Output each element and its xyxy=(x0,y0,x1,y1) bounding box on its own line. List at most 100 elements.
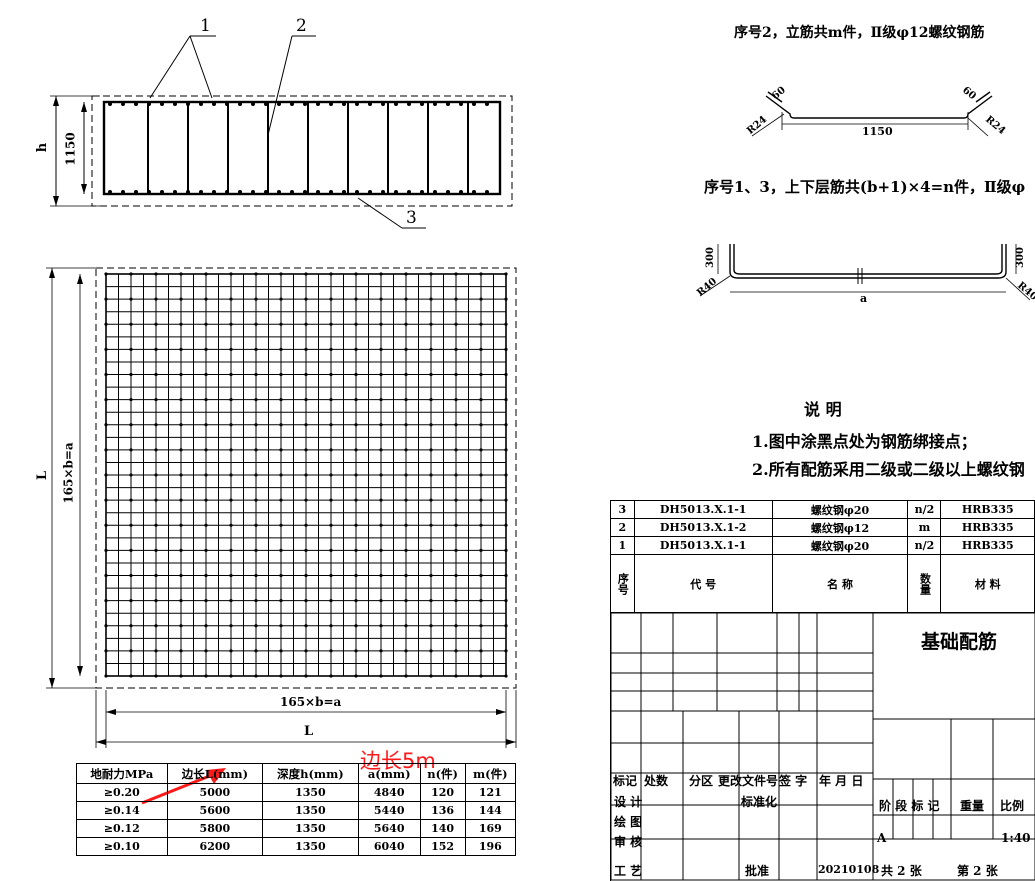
plan-tie-points xyxy=(104,272,508,678)
bom-header-material: 材 料 xyxy=(940,554,1035,613)
table-cell: ≥0.10 xyxy=(76,837,168,856)
section-view xyxy=(50,35,513,229)
leader-label-3: 3 xyxy=(406,208,417,228)
rev-header-count: 处数 xyxy=(644,774,669,788)
rev-header-date: 年 月 日 xyxy=(819,774,864,788)
rev-header-doc: 更改文件号 xyxy=(718,774,779,788)
section-tie-points xyxy=(108,102,489,194)
note-1: 1.图中涂黑点处为钢筋绑接点； xyxy=(752,432,977,451)
bom-row: 1 DH5013.X.1-1 螺纹钢φ20 n/2 HRB335 xyxy=(610,536,1035,555)
sheets-total: 共 2 张 xyxy=(881,864,922,878)
table-cell: 4840 xyxy=(357,783,421,802)
rebar-1-3-length: a xyxy=(860,292,868,305)
note-2: 2.所有配筋采用二级或二级以上螺纹钢 xyxy=(752,460,1025,479)
bom-header-qty: 数量 xyxy=(907,554,942,613)
sheet-number: 第 2 张 xyxy=(957,864,998,878)
weight-label: 重量 xyxy=(960,799,985,813)
dim-L-horizontal: L xyxy=(304,724,314,739)
dim-L-vertical: L xyxy=(35,470,51,481)
table-cell: ≥0.12 xyxy=(76,819,168,838)
table-cell: 5440 xyxy=(357,801,421,820)
role-review: 审 核 xyxy=(614,835,643,849)
table-row: ≥0.12 5800 1350 5640 140 169 xyxy=(76,819,517,838)
drawing-title: 基础配筋 xyxy=(921,631,998,653)
scale-value: 1:40 xyxy=(1001,831,1031,845)
table-cell: 5800 xyxy=(166,819,264,838)
rev-header-zone: 分区 xyxy=(689,774,714,788)
leader-label-1: 1 xyxy=(200,16,211,36)
scale-label: 比例 xyxy=(1000,799,1025,813)
bom-cell: HRB335 xyxy=(940,518,1035,537)
table-row: ≥0.20 5000 1350 4840 120 121 xyxy=(76,783,517,802)
dim-165b-horizontal: 165×b=a xyxy=(280,695,342,709)
dim-165b-vertical: 165×b=a xyxy=(61,442,76,504)
table-cell: 1350 xyxy=(262,819,359,838)
bom-cell: 螺纹钢φ12 xyxy=(771,518,909,537)
bom-cell: DH5013.X.1-1 xyxy=(633,536,773,555)
rev-header-mark: 标记 xyxy=(613,774,638,788)
bom-cell: 螺纹钢φ20 xyxy=(771,536,909,555)
table-row: ≥0.10 6200 1350 6040 152 196 xyxy=(76,837,517,856)
bom-cell: DH5013.X.1-1 xyxy=(633,500,773,519)
table-cell: ≥0.14 xyxy=(76,801,168,820)
rebar-2-length: 1150 xyxy=(862,125,893,138)
stage-mark-label: 阶 段 标 记 xyxy=(879,799,940,813)
bill-of-materials: 3 DH5013.X.1-1 螺纹钢φ20 n/2 HRB335 2 DH501… xyxy=(610,500,1035,613)
standardize-label: 标准化 xyxy=(741,795,778,809)
bom-cell: 3 xyxy=(610,500,635,519)
bom-header-seq: 序号 xyxy=(610,554,635,613)
bom-cell: n/2 xyxy=(907,536,942,555)
bom-cell: HRB335 xyxy=(940,500,1035,519)
rebar-2-title: 序号2，立筋共m件，Ⅱ级φ12螺纹钢筋 xyxy=(734,25,985,41)
table-cell: 152 xyxy=(419,837,466,856)
role-draw: 绘 图 xyxy=(614,815,643,829)
approve-label: 批准 xyxy=(745,864,770,878)
table-cell: 121 xyxy=(464,783,517,802)
role-design: 设 计 xyxy=(614,795,643,809)
stage-value: A xyxy=(877,831,887,845)
table-cell: 5600 xyxy=(166,801,264,820)
table-cell: 169 xyxy=(464,819,517,838)
bom-row: 3 DH5013.X.1-1 螺纹钢φ20 n/2 HRB335 xyxy=(610,500,1035,519)
rebar-detail-2 xyxy=(751,91,993,137)
table-cell: 140 xyxy=(419,819,466,838)
approval-date: 20210108 xyxy=(818,863,880,876)
bom-header-name: 名 称 xyxy=(771,554,909,613)
col-header: 地耐力MPa xyxy=(76,763,168,784)
table-cell: 1350 xyxy=(262,837,359,856)
col-header: a(mm) xyxy=(357,763,421,784)
bom-row: 2 DH5013.X.1-2 螺纹钢φ12 m HRB335 xyxy=(610,518,1035,537)
table-cell: 5640 xyxy=(357,819,421,838)
col-header: 边长L(mm) xyxy=(166,763,264,784)
table-cell: 136 xyxy=(419,801,466,820)
bom-cell: HRB335 xyxy=(940,536,1035,555)
table-cell: 6040 xyxy=(357,837,421,856)
table-cell: 120 xyxy=(419,783,466,802)
table-row: ≥0.14 5600 1350 5440 136 144 xyxy=(76,801,517,820)
col-header: 深度h(mm) xyxy=(262,763,359,784)
bom-header-row: 序号 代 号 名 称 数量 材 料 xyxy=(610,554,1035,613)
table-cell: 144 xyxy=(464,801,517,820)
rebar-1-3-leg-right: 300 xyxy=(1014,247,1026,268)
notes-heading: 说 明 xyxy=(804,400,842,419)
table-cell: 5000 xyxy=(166,783,264,802)
col-header: m(件) xyxy=(464,763,517,784)
dim-h-label: h xyxy=(35,142,51,153)
table-cell: 6200 xyxy=(166,837,264,856)
table-cell: ≥0.20 xyxy=(76,783,168,802)
bom-cell: DH5013.X.1-2 xyxy=(633,518,773,537)
leader-label-2: 2 xyxy=(296,16,307,36)
bom-cell: 1 xyxy=(610,536,635,555)
table-cell: 1350 xyxy=(262,801,359,820)
foundation-load-table: 地耐力MPa 边长L(mm) 深度h(mm) a(mm) n(件) m(件) ≥… xyxy=(76,763,517,856)
rebar-detail-1-3 xyxy=(699,244,1031,301)
bom-cell: 螺纹钢φ20 xyxy=(771,500,909,519)
bom-cell: n/2 xyxy=(907,500,942,519)
table-cell: 196 xyxy=(464,837,517,856)
rebar-1-3-leg-left: 300 xyxy=(704,247,716,268)
table-header-row: 地耐力MPa 边长L(mm) 深度h(mm) a(mm) n(件) m(件) xyxy=(76,763,517,784)
role-process: 工 艺 xyxy=(614,864,643,878)
table-cell: 1350 xyxy=(262,783,359,802)
plan-dimensions xyxy=(46,267,517,748)
